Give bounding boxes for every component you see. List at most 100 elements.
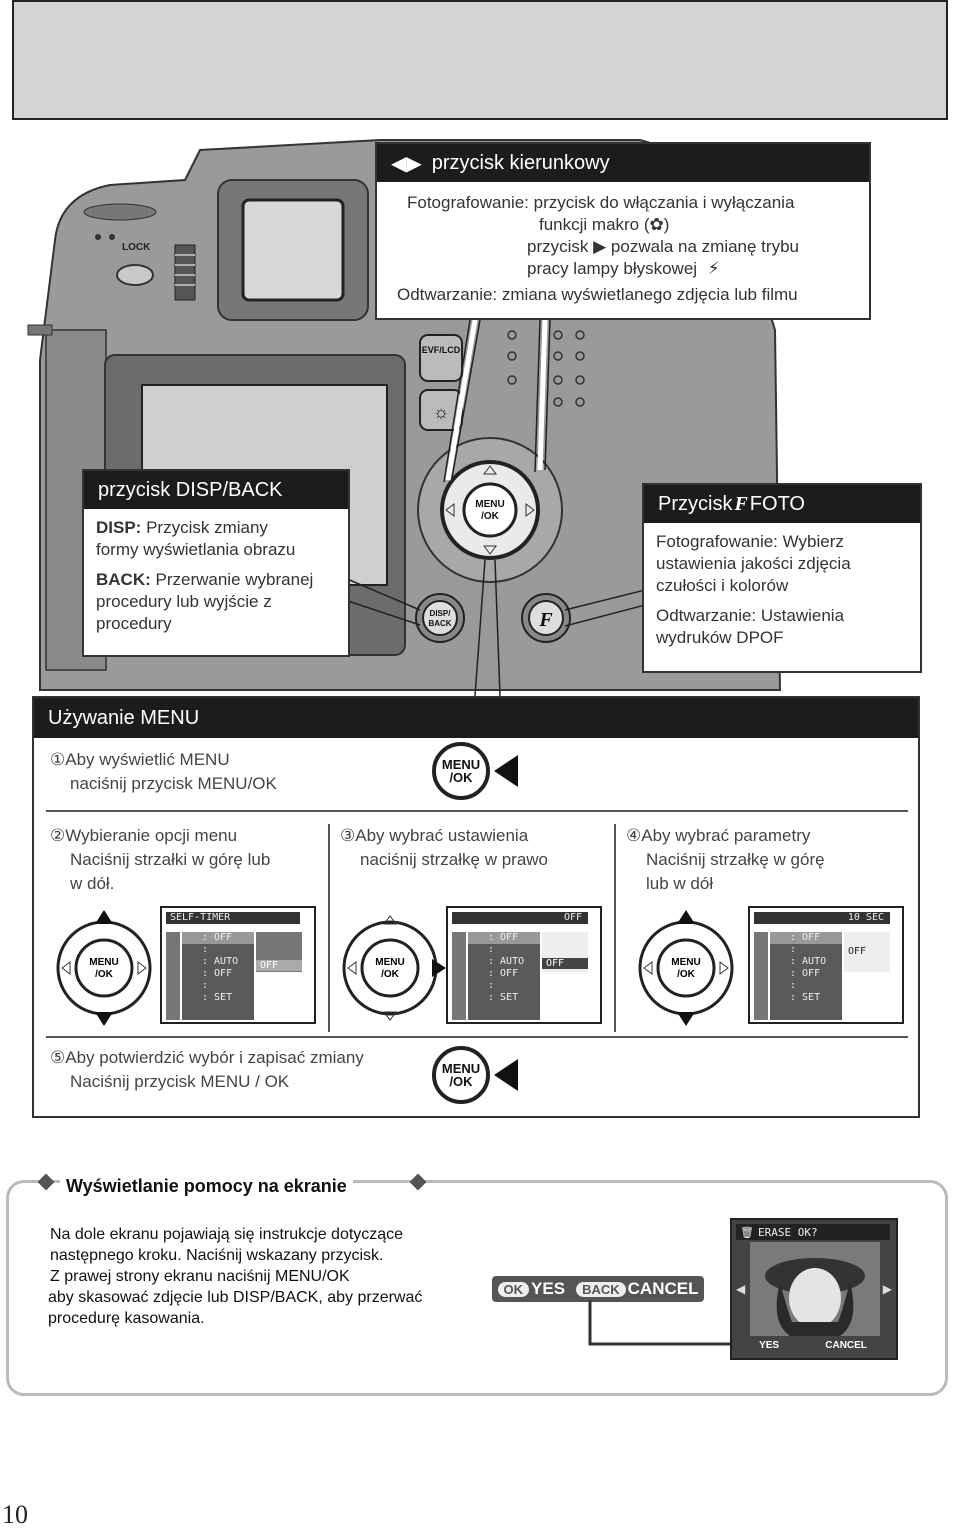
lcd-2-header: OFF (452, 912, 588, 924)
lcd-screen-2: OFF : OFF : : AUTO : OFF : : SET OFF (446, 906, 602, 1024)
step-1-line-2: naciśnij przycisk MENU/OK (70, 774, 277, 793)
page-number: 10 (2, 1500, 28, 1529)
back-line-2: procedury lub wyjście z (96, 592, 272, 611)
dpad-1-ok: /OK (95, 969, 114, 980)
lcd-1-selected: OFF (256, 960, 302, 971)
press-pointer-icon (494, 1059, 518, 1091)
macro-flower-icon: ✿ (649, 215, 664, 234)
step-5: ⑤Aby potwierdzić wybór i zapisać zmiany … (50, 1046, 364, 1094)
direction-callout-header: ◀▶ przycisk kierunkowy (377, 144, 869, 182)
step-4-line-3: lub w dół (646, 874, 714, 893)
step-2-line-1: ②Wybieranie opcji menu (50, 826, 238, 845)
disp-line-1: DISP: Przycisk zmiany (96, 517, 336, 539)
lcd-2-selected: OFF (542, 958, 588, 969)
menu-ok-1-bottom: /OK (449, 770, 473, 785)
lcd-1-header: SELF-TIMER (166, 912, 300, 924)
lcd-screen-1: SELF-TIMER : OFF : : AUTO : OFF : : SET … (160, 906, 316, 1024)
top-band (12, 0, 948, 120)
f-logo-icon: F (734, 492, 748, 515)
photo-left-arrow-icon: ◀ (736, 1282, 746, 1296)
foto-line-5: wydruków DPOF (656, 628, 784, 647)
lcd-screen-3: 10 SEC : OFF : : AUTO : OFF : : SET OFF (748, 906, 904, 1024)
disp-label: DISP: (96, 518, 142, 537)
help-cancel: CANCEL (627, 1279, 699, 1298)
lcd-3-row-4: : OFF (790, 968, 821, 979)
direction-line-4: pracy lampy błyskowej ⚡ (527, 258, 720, 280)
step-4: ④Aby wybrać parametry Naciśnij strzałkę … (626, 824, 825, 896)
arrow-left-right-icon: ◀▶ (391, 152, 422, 175)
foto-title-b: FOTO (749, 492, 805, 515)
erase-screen-footer: YES CANCEL (736, 1340, 890, 1354)
menu-ok-1-top: MENU (441, 757, 481, 772)
direction-line-2-text: funkcji makro ( (539, 215, 650, 234)
help-yes: YES (531, 1279, 566, 1298)
menu-ok-button-5: MENU/OK (432, 1046, 490, 1104)
flash-bolt-icon: ⚡ (707, 259, 720, 278)
menu-divider-2 (46, 1036, 908, 1038)
step-3: ③Aby wybrać ustawienia naciśnij strzałkę… (340, 824, 548, 872)
step-3-line-1: ③Aby wybrać ustawienia (340, 826, 529, 845)
foto-line-1: Fotografowanie: Wybierz (656, 532, 844, 551)
menu-ok-button-1: MENU/OK (432, 742, 490, 800)
step-5-line-2: Naciśnij przycisk MENU / OK (70, 1072, 290, 1091)
dpad-3-menu: MENU (671, 957, 700, 968)
menu-vdivider-2 (614, 824, 616, 1032)
direction-line-3a: przycisk (527, 237, 594, 256)
lcd-3-header: 10 SEC (754, 912, 890, 924)
erase-screen-header: 🗑 ERASE OK? (736, 1224, 890, 1240)
help-line-5: procedurę kasowania. (48, 1310, 205, 1327)
lcd-2-row-2: : (488, 944, 495, 955)
lcd-3-row-3: : AUTO (790, 956, 827, 967)
back-text-1: Przerwanie wybranej (150, 570, 314, 589)
foto-title-a: Przycisk (658, 492, 733, 515)
help-title: Wyświetlanie pomocy na ekranie (60, 1176, 353, 1197)
lcd-3-row-1: : OFF (770, 932, 842, 944)
disp-btn-label-top: DISP/ (430, 609, 452, 618)
help-line-1: Na dole ekranu pojawiają się instrukcje … (50, 1226, 404, 1243)
disp-callout-title: przycisk DISP/BACK (84, 471, 348, 509)
help-text: Na dole ekranu pojawiają się instrukcje … (48, 1224, 422, 1329)
menu-divider-1 (46, 810, 908, 812)
step-4-line-1: ④Aby wybrać parametry (626, 826, 811, 845)
foto-callout-header: Przycisk F FOTO (644, 485, 920, 523)
lcd-1-row-5: : (202, 980, 209, 991)
pad-menu-label: MENU (475, 499, 504, 510)
menu-vdivider-1 (328, 824, 330, 1032)
foto-line-4: Odtwarzanie: Ustawienia (656, 606, 845, 625)
pad-ok-label: /OK (481, 511, 500, 522)
help-line-4: aby skasować zdjęcie lub DISP/BACK, aby … (48, 1289, 423, 1306)
back-pill: BACK (576, 1282, 626, 1297)
direction-line-5: Odtwarzanie: zmiana wyświetlanego zdjęci… (397, 285, 798, 304)
foto-button-callout: Przycisk F FOTO Fotografowanie: Wybierz … (642, 483, 922, 673)
ok-pill: OK (497, 1282, 530, 1297)
help-section-frame (6, 1180, 948, 1396)
lcd-3-row-5: : (790, 980, 797, 991)
lcd-2-row-6: : SET (488, 992, 519, 1003)
step-2-line-3: w dół. (70, 874, 115, 893)
step-5-button-group: MENU/OK (432, 1046, 518, 1104)
menu-ok-5-bottom: /OK (449, 1074, 473, 1089)
lock-label: LOCK (122, 242, 151, 253)
svg-text:☼: ☼ (433, 402, 450, 422)
foto-line-3: czułości i kolorów (656, 576, 789, 595)
direction-line-4-text: pracy lampy błyskowej (527, 259, 698, 278)
step-1-line-1: ①Aby wyświetlić MENU (50, 750, 230, 769)
disp-text-1: Przycisk zmiany (141, 518, 268, 537)
disp-btn-label-bottom: BACK (428, 619, 451, 628)
disp-back-callout: przycisk DISP/BACK DISP: Przycisk zmiany… (82, 469, 350, 657)
disp-line-2: formy wyświetlania obrazu (96, 540, 296, 559)
erase-screen-title: ERASE OK? (757, 1225, 818, 1239)
step-4-line-2: Naciśnij strzałkę w górę (646, 850, 825, 869)
lcd-2-row-4: : OFF (488, 968, 519, 979)
help-connector-line (588, 1300, 736, 1346)
lcd-1-row-1: : OFF (182, 932, 254, 944)
photo-right-arrow-icon: ▶ (882, 1282, 892, 1296)
lcd-1-row-4: : OFF (202, 968, 233, 979)
direction-line-2-end: ) (663, 215, 670, 234)
evf-lcd-label: EVF/LCD (422, 345, 461, 355)
lcd-2-row-3: : AUTO (488, 956, 525, 967)
right-arrow-icon: ▶ (593, 237, 607, 256)
